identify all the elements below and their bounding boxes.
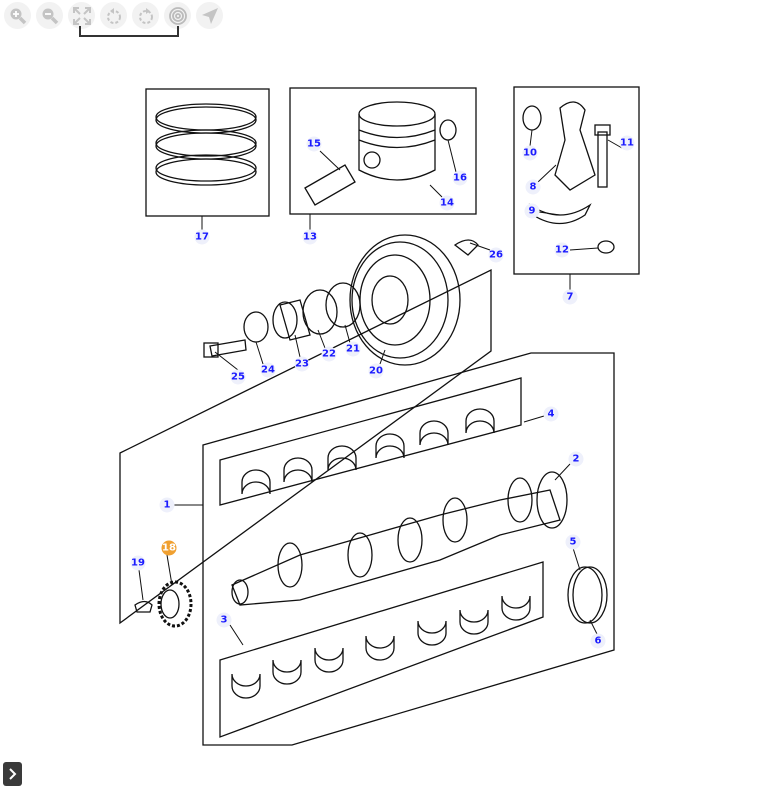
- rotate-left-icon: [106, 7, 121, 24]
- key-drawing: [134, 600, 153, 613]
- callout-7[interactable]: 7: [562, 289, 578, 305]
- callout-3[interactable]: 3: [216, 612, 232, 628]
- callout-22[interactable]: 22: [321, 346, 337, 362]
- navigation-arrow-icon: [201, 7, 218, 24]
- callout-9[interactable]: 9: [524, 203, 540, 219]
- callout-20[interactable]: 20: [368, 363, 384, 379]
- conrod-drawing: [522, 101, 615, 254]
- zoom-out-icon: [42, 8, 58, 24]
- fit-screen-button[interactable]: [68, 2, 95, 29]
- callout-25[interactable]: 25: [230, 369, 246, 385]
- callout-4[interactable]: 4: [543, 406, 559, 422]
- callout-11[interactable]: 11: [619, 135, 635, 151]
- callout-15[interactable]: 15: [306, 136, 322, 152]
- callout-12[interactable]: 12: [554, 242, 570, 258]
- target-icon: [168, 6, 187, 25]
- crankshaft-drawing: [231, 471, 568, 606]
- thrust-washers-drawing: [567, 566, 608, 624]
- expand-icon: [72, 6, 91, 25]
- pulley-group-outline: [119, 268, 492, 625]
- viewer-toolbar: [4, 2, 223, 29]
- callout-6[interactable]: 6: [590, 633, 606, 649]
- conrod-box: [513, 86, 640, 275]
- piston-drawing: [304, 101, 457, 206]
- zoom-in-button[interactable]: [4, 2, 31, 29]
- zoom-out-button[interactable]: [36, 2, 63, 29]
- callout-2[interactable]: 2: [568, 451, 584, 467]
- callout-5[interactable]: 5: [565, 534, 581, 550]
- callout-21[interactable]: 21: [345, 341, 361, 357]
- upper-bearing-shells: [241, 408, 495, 495]
- callout-17[interactable]: 17: [194, 229, 210, 245]
- piston-rings-drawing: [155, 103, 257, 186]
- chevron-right-icon: [8, 768, 16, 780]
- callout-1[interactable]: 1: [159, 497, 175, 513]
- pulley-drawing: [203, 234, 479, 366]
- piston-box: [289, 87, 477, 215]
- callout-23[interactable]: 23: [294, 356, 310, 372]
- expand-panel-button[interactable]: [3, 762, 22, 786]
- target-button[interactable]: [164, 2, 191, 29]
- callout-14[interactable]: 14: [439, 195, 455, 211]
- callout-13[interactable]: 13: [302, 229, 318, 245]
- lower-bearing-shells: [231, 595, 531, 699]
- rotate-right-button[interactable]: [132, 2, 159, 29]
- rotate-left-button[interactable]: [100, 2, 127, 29]
- rotate-right-icon: [138, 7, 153, 24]
- lower-bearings-frame: [219, 561, 544, 738]
- timing-gear-drawing: [157, 580, 193, 628]
- callout-18-highlighted[interactable]: 18: [161, 540, 177, 556]
- toolbar-group-bracket: [79, 26, 179, 37]
- callout-19[interactable]: 19: [130, 555, 146, 571]
- piston-rings-box: [145, 88, 270, 217]
- zoom-in-icon: [10, 8, 26, 24]
- callout-24[interactable]: 24: [260, 362, 276, 378]
- callout-26[interactable]: 26: [488, 247, 504, 263]
- upper-bearings-frame: [219, 377, 522, 506]
- callout-10[interactable]: 10: [522, 145, 538, 161]
- leader-lines: [138, 129, 623, 646]
- callout-16[interactable]: 16: [452, 170, 468, 186]
- crankshaft-group-outline: [202, 352, 615, 746]
- callout-8[interactable]: 8: [525, 179, 541, 195]
- navigate-button[interactable]: [196, 2, 223, 29]
